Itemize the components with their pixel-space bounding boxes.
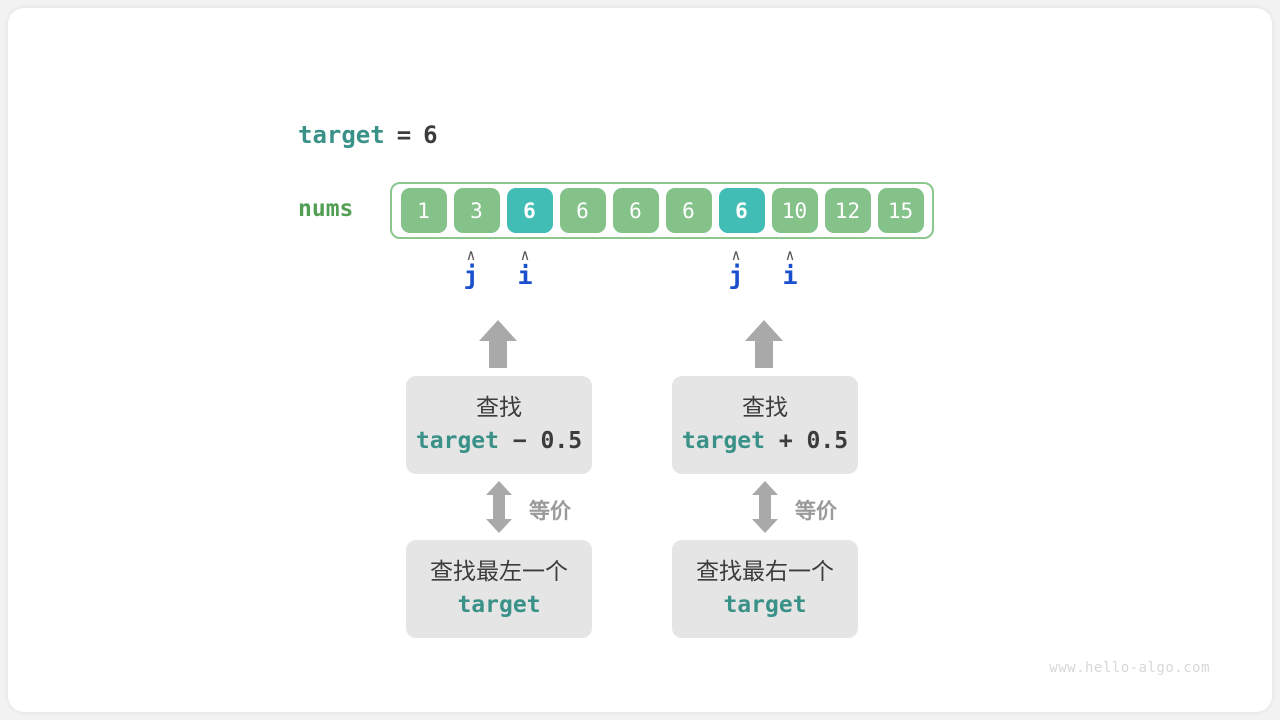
- target-variable-label: target: [298, 121, 385, 149]
- target-token: target: [415, 428, 499, 454]
- operator-token: +: [765, 428, 807, 454]
- caret-icon: ∧: [466, 246, 476, 264]
- up-arrow-icon-left: [479, 320, 517, 368]
- target-token: target: [457, 592, 541, 618]
- box-line-2: target + 0.5: [682, 424, 848, 458]
- pointer-label: j: [728, 261, 744, 290]
- pointer-label: i: [517, 261, 533, 290]
- array-container: 1 3 6 6 6 6 6 10 12 15: [390, 182, 934, 239]
- box-line-1: 查找最左一个: [430, 559, 568, 585]
- pointer-j-left: ∧ j: [448, 248, 494, 290]
- up-arrow-icon-right: [745, 320, 783, 368]
- array-cell: 15: [877, 188, 924, 233]
- pointer-i-right: ∧ i: [767, 248, 813, 290]
- number-token: 0.5: [540, 428, 583, 454]
- equals-sign: =: [396, 121, 412, 149]
- search-box-right-top: 查找 target + 0.5: [672, 376, 858, 474]
- equivalence-label-left: 等价: [529, 499, 571, 523]
- number-token: 0.5: [806, 428, 849, 454]
- target-value: 6: [423, 121, 438, 149]
- array-cell: 10: [771, 188, 818, 233]
- array-cell: 1: [400, 188, 447, 233]
- diagram-card: target = 6 nums 1 3 6 6 6 6 6 10 12 15 ∧…: [8, 8, 1272, 712]
- caret-icon: ∧: [731, 246, 741, 264]
- target-token: target: [723, 592, 807, 618]
- search-box-right-bottom: 查找最右一个 target: [672, 540, 858, 638]
- pointer-i-left: ∧ i: [502, 248, 548, 290]
- double-arrow-icon-left: [486, 481, 512, 533]
- double-arrow-icon-right: [752, 481, 778, 533]
- box-line-2: target: [457, 588, 540, 622]
- array-cell: 3: [453, 188, 500, 233]
- array-cell: 6: [665, 188, 712, 233]
- target-token: target: [681, 428, 765, 454]
- box-line-1: 查找: [476, 395, 522, 421]
- pointer-label: i: [782, 261, 798, 290]
- watermark-text: www.hello-algo.com: [1049, 660, 1210, 676]
- search-box-left-top: 查找 target − 0.5: [406, 376, 592, 474]
- pointer-j-right: ∧ j: [713, 248, 759, 290]
- array-cell: 6: [559, 188, 606, 233]
- box-line-2: target: [723, 588, 806, 622]
- array-cell-highlighted: 6: [506, 188, 553, 233]
- target-expression: target = 6: [298, 118, 438, 152]
- array-name-label: nums: [298, 196, 354, 222]
- box-line-2: target − 0.5: [416, 424, 582, 458]
- box-line-1: 查找: [742, 395, 788, 421]
- caret-icon: ∧: [520, 246, 530, 264]
- search-box-left-bottom: 查找最左一个 target: [406, 540, 592, 638]
- array-cell: 12: [824, 188, 871, 233]
- array-cell-highlighted: 6: [718, 188, 765, 233]
- array-cell: 6: [612, 188, 659, 233]
- equivalence-label-right: 等价: [795, 499, 837, 523]
- operator-token: −: [499, 428, 541, 454]
- pointer-label: j: [463, 261, 479, 290]
- caret-icon: ∧: [785, 246, 795, 264]
- box-line-1: 查找最右一个: [696, 559, 834, 585]
